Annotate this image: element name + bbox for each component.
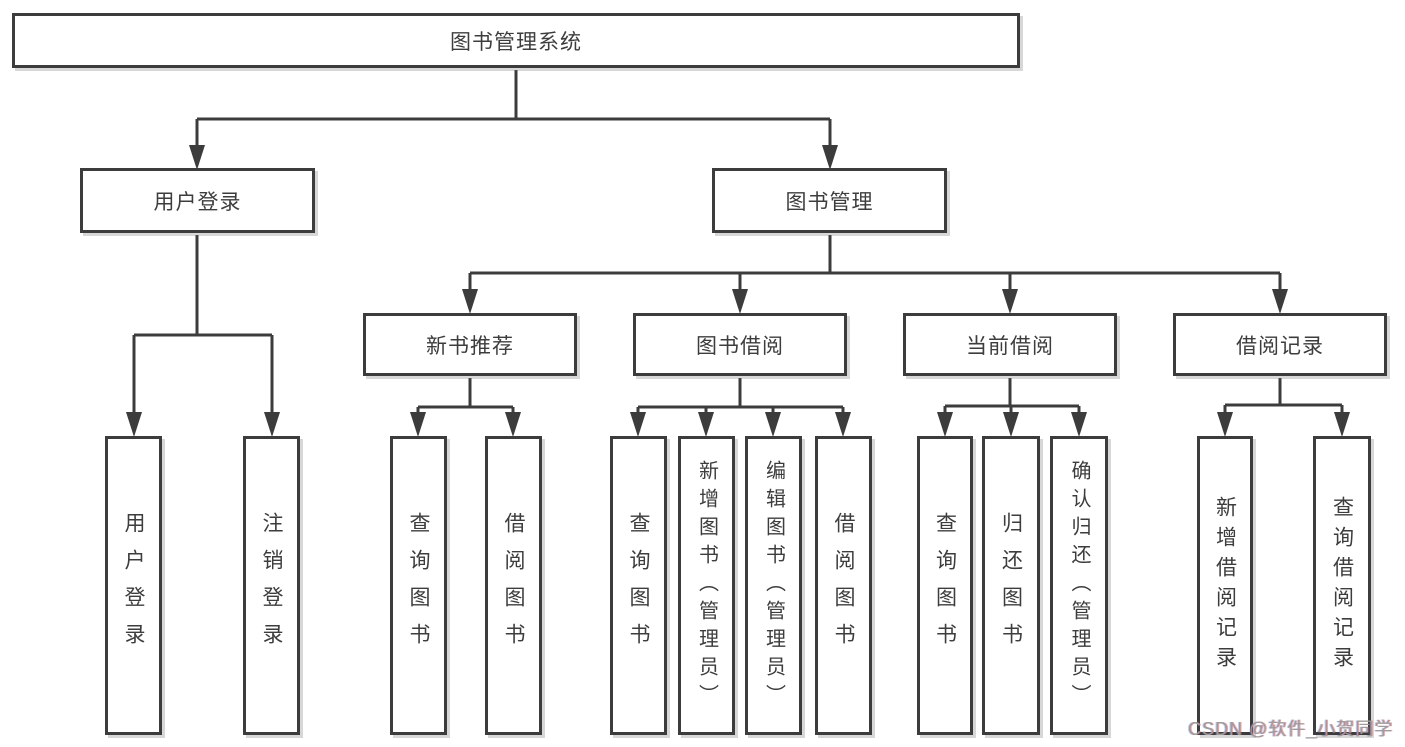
leaf-add-books-admin: 新增图书（管理员） (678, 436, 735, 735)
leaf-edit-books-admin: 编辑图书（管理员） (745, 436, 802, 735)
leaf-return-books: 归还图书 (982, 436, 1040, 735)
node-new-book-recommend: 新书推荐 (363, 313, 577, 376)
node-borrowing-records: 借阅记录 (1173, 313, 1387, 376)
leaf-confirm-return-admin: 确认归还（管理员） (1050, 436, 1108, 735)
csdn-watermark: CSDN @软件_小贺同学 (1188, 719, 1394, 739)
leaf-user-login: 用户登录 (105, 436, 162, 735)
leaf-borrow-books-recommend: 借阅图书 (485, 436, 542, 735)
leaf-logout: 注销登录 (243, 436, 300, 735)
leaf-add-borrow-record: 新增借阅记录 (1197, 436, 1253, 735)
arrowheads (126, 145, 1350, 437)
leaf-query-borrow-record: 查询借阅记录 (1313, 436, 1371, 735)
leaf-borrow-books: 借阅图书 (815, 436, 872, 735)
leaf-query-books-recommend: 查询图书 (390, 436, 447, 735)
leaf-query-books-borrowing: 查询图书 (610, 436, 667, 735)
node-root-library-system: 图书管理系统 (12, 13, 1020, 68)
node-book-management: 图书管理 (712, 168, 947, 233)
node-user-login: 用户登录 (80, 168, 315, 233)
node-current-borrowing: 当前借阅 (903, 313, 1117, 376)
leaf-query-books-current: 查询图书 (917, 436, 973, 735)
node-book-borrowing: 图书借阅 (633, 313, 847, 376)
